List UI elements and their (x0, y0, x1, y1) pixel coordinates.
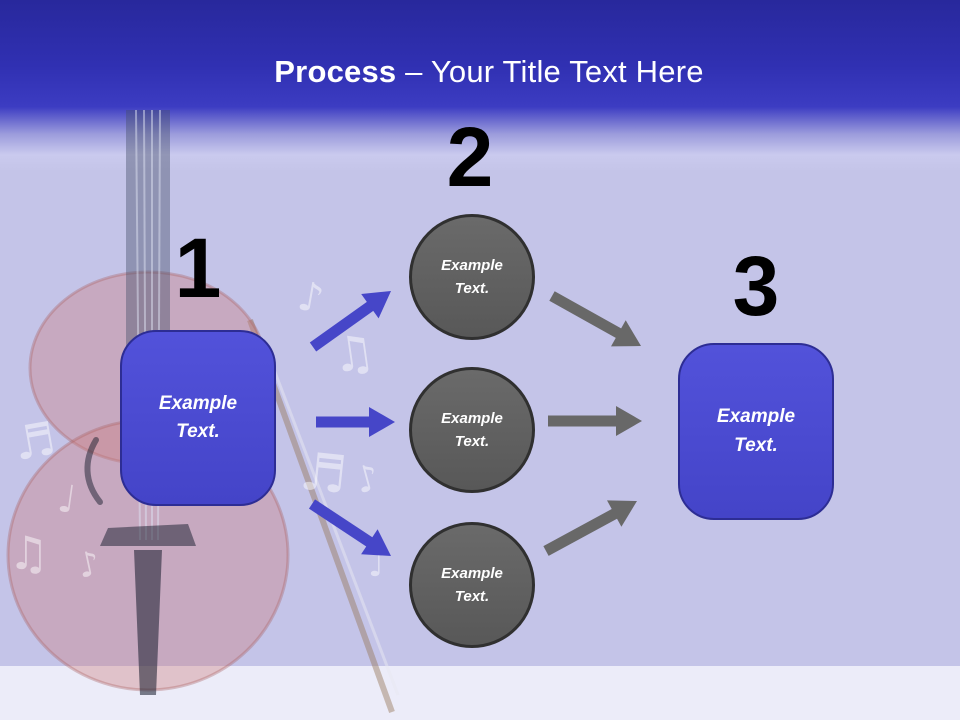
step2-circle-bottom-label: Example Text. (441, 564, 503, 605)
step2-circle-bottom[interactable]: Example Text. (409, 522, 535, 648)
step2-circle-top[interactable]: Example Text. (409, 214, 535, 340)
title-rest: – Your Title Text Here (405, 54, 704, 89)
arrow-blue-down-icon[interactable] (308, 499, 391, 556)
arrow-blue-middle-icon[interactable] (316, 407, 395, 437)
step3-box[interactable]: Example Text. (678, 343, 834, 520)
step1-box-label: Example Text. (158, 392, 238, 443)
arrow-gray-up-icon[interactable] (543, 500, 637, 556)
footer-band (0, 666, 960, 720)
title-emphasis: Process (274, 54, 397, 89)
step3-box-label: Example Text. (716, 406, 796, 456)
step2-circle-middle[interactable]: Example Text. (409, 367, 535, 493)
step-number-2: 2 (446, 110, 494, 204)
step2-circle-top-label: Example Text. (441, 256, 503, 297)
step-number-3: 3 (732, 239, 780, 333)
slide-title: Process – Your Title Text Here (0, 54, 960, 90)
arrow-gray-down-icon[interactable] (549, 291, 641, 347)
arrow-gray-middle-icon[interactable] (548, 406, 642, 436)
arrow-blue-up-icon[interactable] (309, 291, 391, 352)
step1-box[interactable]: Example Text. (120, 330, 276, 506)
step-number-1: 1 (174, 221, 222, 315)
step2-circle-middle-label: Example Text. (441, 409, 503, 450)
